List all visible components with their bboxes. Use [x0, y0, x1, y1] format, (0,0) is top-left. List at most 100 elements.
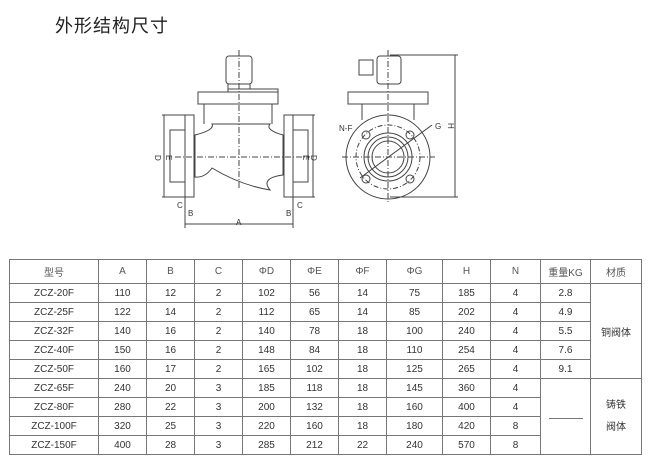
table-cell: 400	[442, 397, 491, 417]
weight-na	[540, 378, 591, 455]
col-g: ΦG	[386, 259, 443, 284]
weight-cell: 5.5	[540, 321, 591, 341]
table-cell: 18	[338, 321, 387, 341]
table-cell: 212	[290, 435, 339, 455]
label-g: G	[435, 122, 441, 131]
label-b-right: B	[286, 209, 291, 218]
table-cell: 75	[386, 283, 443, 303]
label-e: E	[164, 155, 173, 160]
table-cell: 12	[146, 283, 195, 303]
table-cell: 4	[490, 302, 541, 322]
weight-cell: 9.1	[540, 359, 591, 379]
table-cell: 160	[290, 416, 339, 436]
material-iron-line2: 阀体	[606, 421, 626, 433]
table-cell: 4	[490, 340, 541, 360]
table-cell: 4	[490, 321, 541, 341]
table-cell: 3	[194, 397, 243, 417]
table-cell: 160	[98, 359, 147, 379]
material-iron-line1: 铸铁	[606, 399, 626, 411]
table-cell: 18	[338, 340, 387, 360]
col-a: A	[98, 259, 147, 284]
table-cell: 420	[442, 416, 491, 436]
table-cell: 100	[386, 321, 443, 341]
table-cell: 20	[146, 378, 195, 398]
table-cell: 102	[242, 283, 291, 303]
table-cell: 185	[442, 283, 491, 303]
table-cell: 200	[242, 397, 291, 417]
table-cell: 18	[338, 359, 387, 379]
table-cell: 140	[98, 321, 147, 341]
table-cell: ZCZ-65F	[9, 378, 99, 398]
table-cell: 165	[242, 359, 291, 379]
table-cell: 3	[194, 416, 243, 436]
table-cell: ZCZ-25F	[9, 302, 99, 322]
table-cell: 3	[194, 435, 243, 455]
table-header: 型号 A B C ΦD ΦE ΦF ΦG H N 重量KG 材质	[9, 259, 642, 284]
table-cell: 254	[442, 340, 491, 360]
weight-cell: 7.6	[540, 340, 591, 360]
table-cell: 22	[338, 435, 387, 455]
table-cell: 2	[194, 359, 243, 379]
table-cell: 360	[442, 378, 491, 398]
table-cell: 265	[442, 359, 491, 379]
table-cell: 4	[490, 283, 541, 303]
table-cell: 102	[290, 359, 339, 379]
col-h: H	[442, 259, 491, 284]
col-d: ΦD	[242, 259, 291, 284]
table-cell: 160	[386, 397, 443, 417]
table-cell: 3	[194, 378, 243, 398]
label-b: B	[188, 209, 193, 218]
front-view	[162, 50, 315, 228]
label-d-right: D	[309, 155, 318, 161]
label-h: H	[446, 123, 455, 129]
table-cell: 185	[242, 378, 291, 398]
table-cell: 4	[490, 359, 541, 379]
table-cell: 180	[386, 416, 443, 436]
table-cell: 14	[338, 302, 387, 322]
table-cell: 320	[98, 416, 147, 436]
table-cell: 22	[146, 397, 195, 417]
table-cell: ZCZ-32F	[9, 321, 99, 341]
table-cell: 148	[242, 340, 291, 360]
table-cell: 18	[338, 378, 387, 398]
table-cell: 202	[442, 302, 491, 322]
col-f: ΦF	[338, 259, 387, 284]
label-n-f: N-F	[339, 124, 352, 133]
table-cell: 2	[194, 302, 243, 322]
table-cell: ZCZ-100F	[9, 416, 99, 436]
table-cell: 400	[98, 435, 147, 455]
table-cell: 122	[98, 302, 147, 322]
col-b: B	[146, 259, 195, 284]
table-cell: 8	[490, 416, 541, 436]
material-copper: 铜阀体	[590, 283, 642, 379]
table-cell: 125	[386, 359, 443, 379]
label-e-right: E	[301, 155, 310, 160]
table-cell: 240	[98, 378, 147, 398]
label-a: A	[236, 218, 242, 227]
page-title: 外形结构尺寸	[55, 16, 169, 36]
material-iron: 铸铁阀体	[590, 378, 642, 455]
table-cell: 25	[146, 416, 195, 436]
table-cell: 150	[98, 340, 147, 360]
col-c: C	[194, 259, 243, 284]
table-cell: 65	[290, 302, 339, 322]
label-c-right: C	[297, 201, 303, 210]
col-n: N	[490, 259, 541, 284]
col-weight: 重量KG	[540, 259, 591, 284]
table-cell: 285	[242, 435, 291, 455]
table-cell: 18	[338, 397, 387, 417]
col-e: ΦE	[290, 259, 339, 284]
table-cell: ZCZ-80F	[9, 397, 99, 417]
label-d: D	[153, 155, 162, 161]
table-cell: 145	[386, 378, 443, 398]
table-cell: 17	[146, 359, 195, 379]
table-cell: 112	[242, 302, 291, 322]
valve-dimension-drawing: D E E D C B C B A N-F G H	[153, 50, 458, 228]
